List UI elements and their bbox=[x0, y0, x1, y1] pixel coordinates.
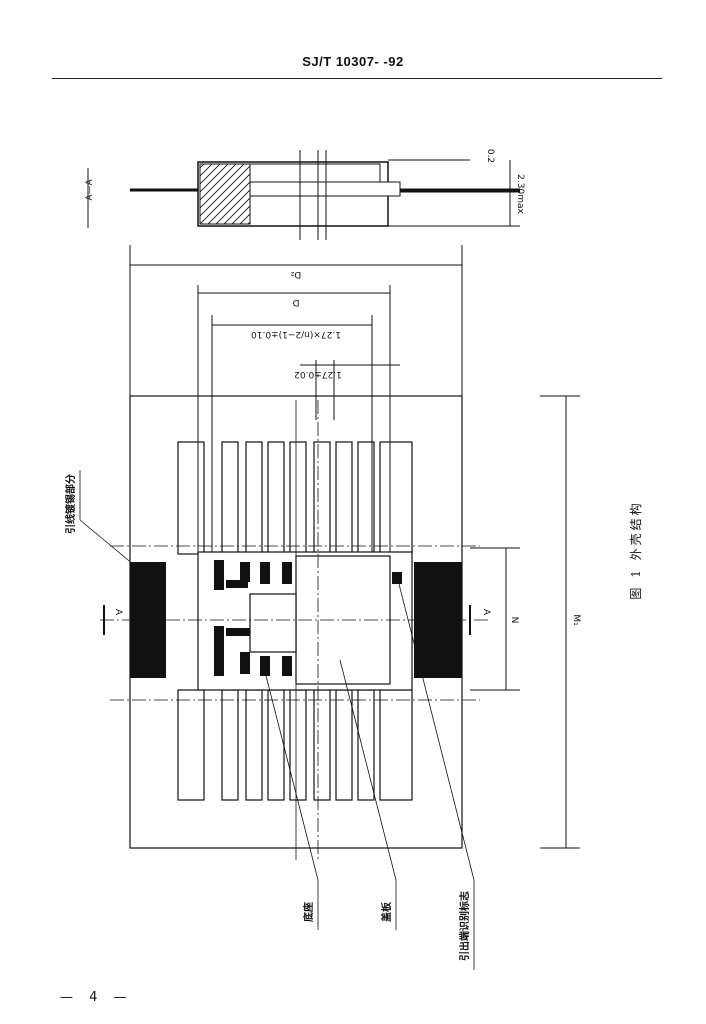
section-marker-right: A bbox=[481, 609, 491, 616]
section-marker-left: A bbox=[113, 609, 123, 616]
dim-overall-width: D₂ bbox=[290, 269, 301, 279]
dim-pitch: 1.27±0.02 bbox=[294, 369, 342, 379]
figure-caption: 图 1 外壳结构 bbox=[628, 500, 643, 599]
center-lines bbox=[100, 400, 490, 860]
label-lead-coating: 引线镀锡部分 bbox=[64, 474, 77, 534]
plan-view bbox=[129, 395, 463, 849]
dim-thickness: 0.2 bbox=[485, 149, 495, 163]
page-number: — 4 — bbox=[60, 990, 133, 1005]
label-cover: 盖板 bbox=[380, 901, 393, 922]
dimension-lines bbox=[129, 245, 580, 849]
bond-pads bbox=[214, 560, 402, 676]
dim-pitch-total: 1.27×(n/2−1)±0.10 bbox=[251, 329, 341, 339]
leader-lines bbox=[79, 470, 475, 970]
label-pin-mark: 引出端识别标志 bbox=[458, 891, 471, 961]
section-label: A—A bbox=[85, 179, 95, 201]
dim-height: 2.30max bbox=[515, 174, 525, 214]
header-rule bbox=[52, 78, 662, 79]
standard-number: SJ/T 10307- -92 bbox=[302, 54, 404, 69]
dim-overall-length: M₁ bbox=[571, 614, 581, 626]
label-base: 底座 bbox=[302, 902, 315, 922]
section-view bbox=[130, 150, 520, 240]
dim-body-length: N bbox=[509, 617, 519, 624]
dim-body-width: D bbox=[292, 297, 299, 307]
